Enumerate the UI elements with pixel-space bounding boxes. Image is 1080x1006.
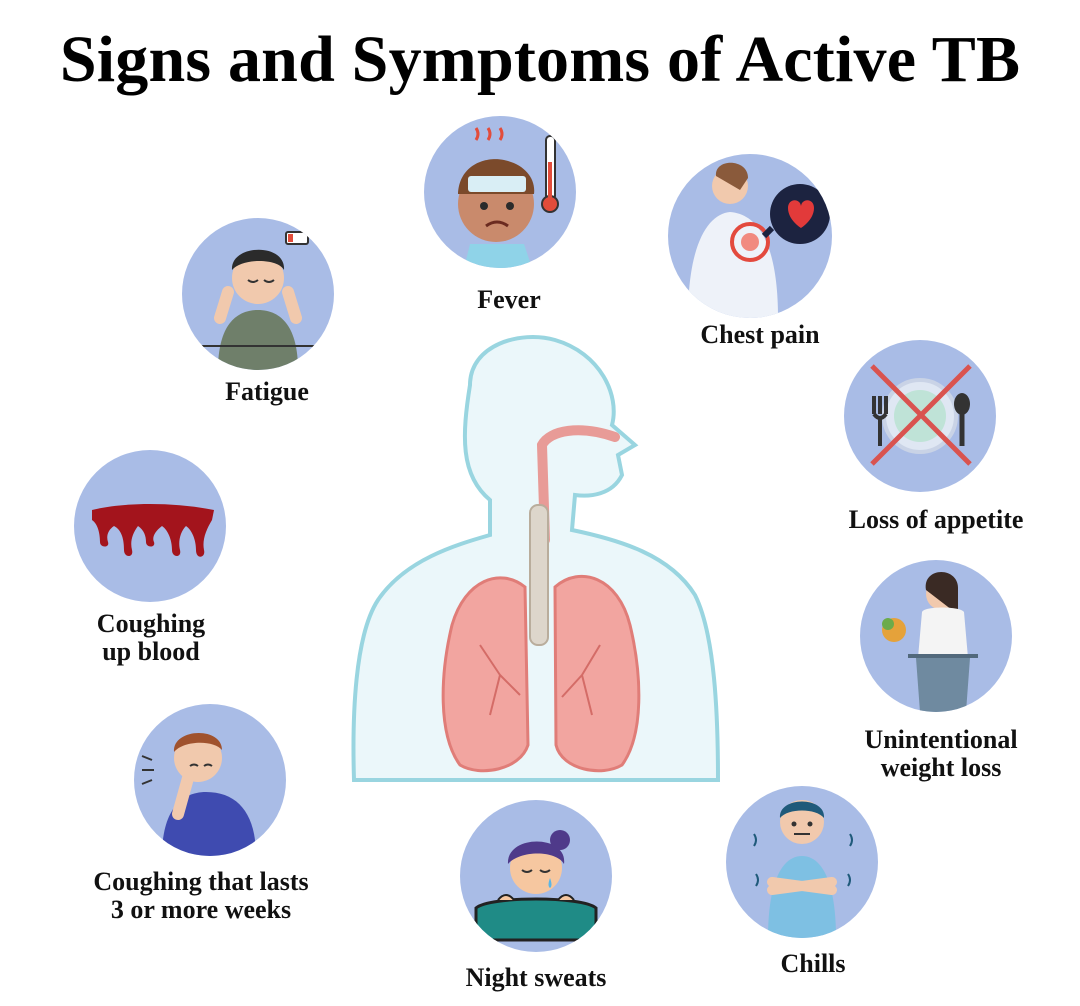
- right-lung: [553, 574, 641, 773]
- symptom-label-fever: Fever: [477, 285, 541, 314]
- fork-icon: [872, 396, 888, 446]
- spoon-icon: [954, 393, 970, 415]
- symptom-label-night-sweats: Night sweats: [465, 963, 607, 992]
- page-title: Signs and Symptoms of Active TB: [59, 23, 1021, 96]
- chills-illustration: [726, 786, 878, 938]
- airway: [536, 425, 620, 545]
- coughing-up-blood-illustration: [74, 450, 226, 602]
- weight-loss-illustration: [860, 560, 1012, 712]
- coughing-weeks-illustration: [134, 704, 286, 856]
- fever-illustration: [424, 116, 576, 268]
- symptom-label-chest-pain: Chest pain: [700, 320, 820, 349]
- blood-drip-icon: [92, 504, 214, 557]
- fatigue-illustration: [182, 218, 334, 370]
- loss-of-appetite-illustration: [844, 340, 996, 492]
- symptom-label-coughing-up-blood: Coughing up blood: [96, 609, 206, 666]
- chest-pain-illustration: [668, 154, 832, 318]
- symptom-label-weight-loss: Unintentional weight loss: [864, 725, 1018, 782]
- symptom-label-fatigue: Fatigue: [225, 377, 309, 406]
- night-sweats-illustration: [460, 800, 612, 952]
- symptom-label-loss-of-appetite: Loss of appetite: [848, 505, 1024, 534]
- symptom-label-coughing-weeks: Coughing that lasts 3 or more weeks: [93, 867, 309, 924]
- respiratory-body-illustration: [351, 335, 720, 782]
- trachea: [529, 504, 549, 646]
- left-lung: [441, 576, 530, 773]
- symptom-label-chills: Chills: [780, 949, 846, 978]
